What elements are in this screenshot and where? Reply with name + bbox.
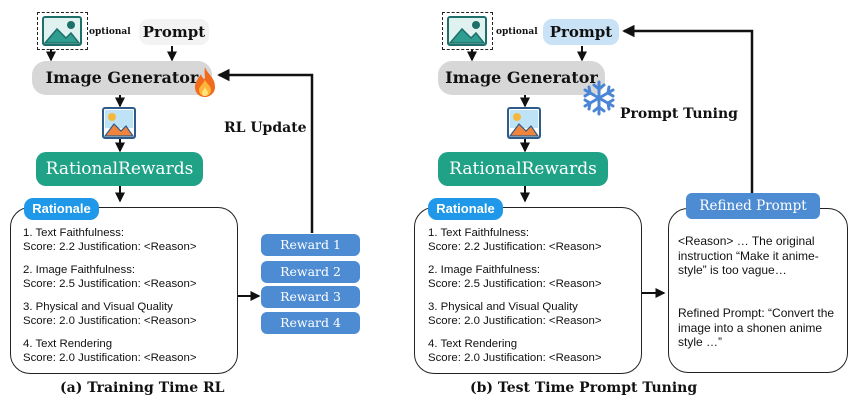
rationale-item-left-2-title: 2. Image Faithfulness: <box>23 264 136 276</box>
rationale-item-left-3-title: 3. Physical and Visual Quality <box>23 301 173 313</box>
image-icon <box>447 16 487 46</box>
rationale-item-right-1-title: 1. Text Faithfulness: <box>428 227 530 239</box>
rationale-item-right-2-detail: Score: 2.5 Justification: <Reason> <box>428 278 602 290</box>
rl-update-label: RL Update <box>224 120 307 136</box>
rationale-box-right <box>414 207 642 374</box>
caption-right: (b) Test Time Prompt Tuning <box>470 380 698 396</box>
caption-left: (a) Training Time RL <box>60 380 225 396</box>
rationale-item-right-3-title: 3. Physical and Visual Quality <box>428 301 578 313</box>
rationale-item-left-4-detail: Score: 2.0 Justification: <Reason> <box>23 352 197 364</box>
refined-prompt-tag: Refined Prompt <box>686 193 820 219</box>
rationale-item-left-3-detail: Score: 2.0 Justification: <Reason> <box>23 315 197 327</box>
prompt-box-right: Prompt <box>543 19 619 45</box>
reward-3: Reward 3 <box>261 286 360 308</box>
rationalrewards-right: RationalRewards <box>438 152 608 186</box>
rationale-item-left-2-detail: Score: 2.5 Justification: <Reason> <box>23 278 197 290</box>
optional-label-right: optional <box>496 27 538 37</box>
reward-1: Reward 1 <box>261 234 360 256</box>
refined-prompt-box <box>668 208 848 373</box>
rationale-item-right-4-detail: Score: 2.0 Justification: <Reason> <box>428 352 602 364</box>
rationale-item-left-1-detail: Score: 2.2 Justification: <Reason> <box>23 241 197 253</box>
rationale-tag-right: Rationale <box>428 198 503 220</box>
optional-label-left: optional <box>89 27 131 37</box>
snowflake-icon <box>583 80 615 116</box>
optional-image-frame-right <box>442 12 493 50</box>
optional-image-frame-left <box>37 12 88 50</box>
rationale-item-right-4-title: 4. Text Rendering <box>428 338 518 350</box>
image-generator-left: Image Generator <box>32 61 212 95</box>
rationalrewards-left: RationalRewards <box>36 152 203 186</box>
reward-2: Reward 2 <box>261 261 360 283</box>
rationale-item-left-1-title: 1. Text Faithfulness: <box>23 227 125 239</box>
reward-4: Reward 4 <box>261 312 360 334</box>
image-generator-right: Image Generator <box>438 61 605 95</box>
prompt-box-left: Prompt <box>139 19 209 45</box>
refined-reason-text: <Reason> … The original instruction “Mak… <box>678 234 819 277</box>
rationale-item-right-2-title: 2. Image Faithfulness: <box>428 264 541 276</box>
rationale-item-left-4-title: 4. Text Rendering <box>23 338 113 350</box>
prompt-tuning-label: Prompt Tuning <box>620 106 738 122</box>
fire-icon <box>195 67 215 97</box>
rationale-tag-left: Rationale <box>24 198 99 220</box>
image-icon <box>507 107 541 139</box>
image-icon <box>42 16 82 46</box>
rationale-item-right-3-detail: Score: 2.0 Justification: <Reason> <box>428 315 602 327</box>
refined-prompt-text: Refined Prompt: “Convert the image into … <box>678 306 835 349</box>
rationale-box-left <box>10 207 238 374</box>
image-icon <box>102 107 136 139</box>
rationale-item-right-1-detail: Score: 2.2 Justification: <Reason> <box>428 241 602 253</box>
